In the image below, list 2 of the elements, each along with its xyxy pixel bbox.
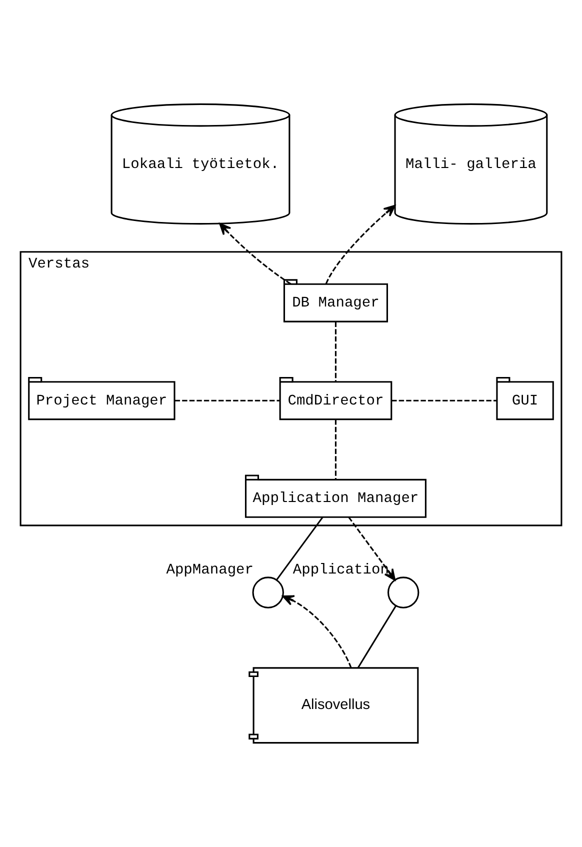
node-label: Application <box>292 562 389 578</box>
node-label: AppManager <box>166 562 254 578</box>
